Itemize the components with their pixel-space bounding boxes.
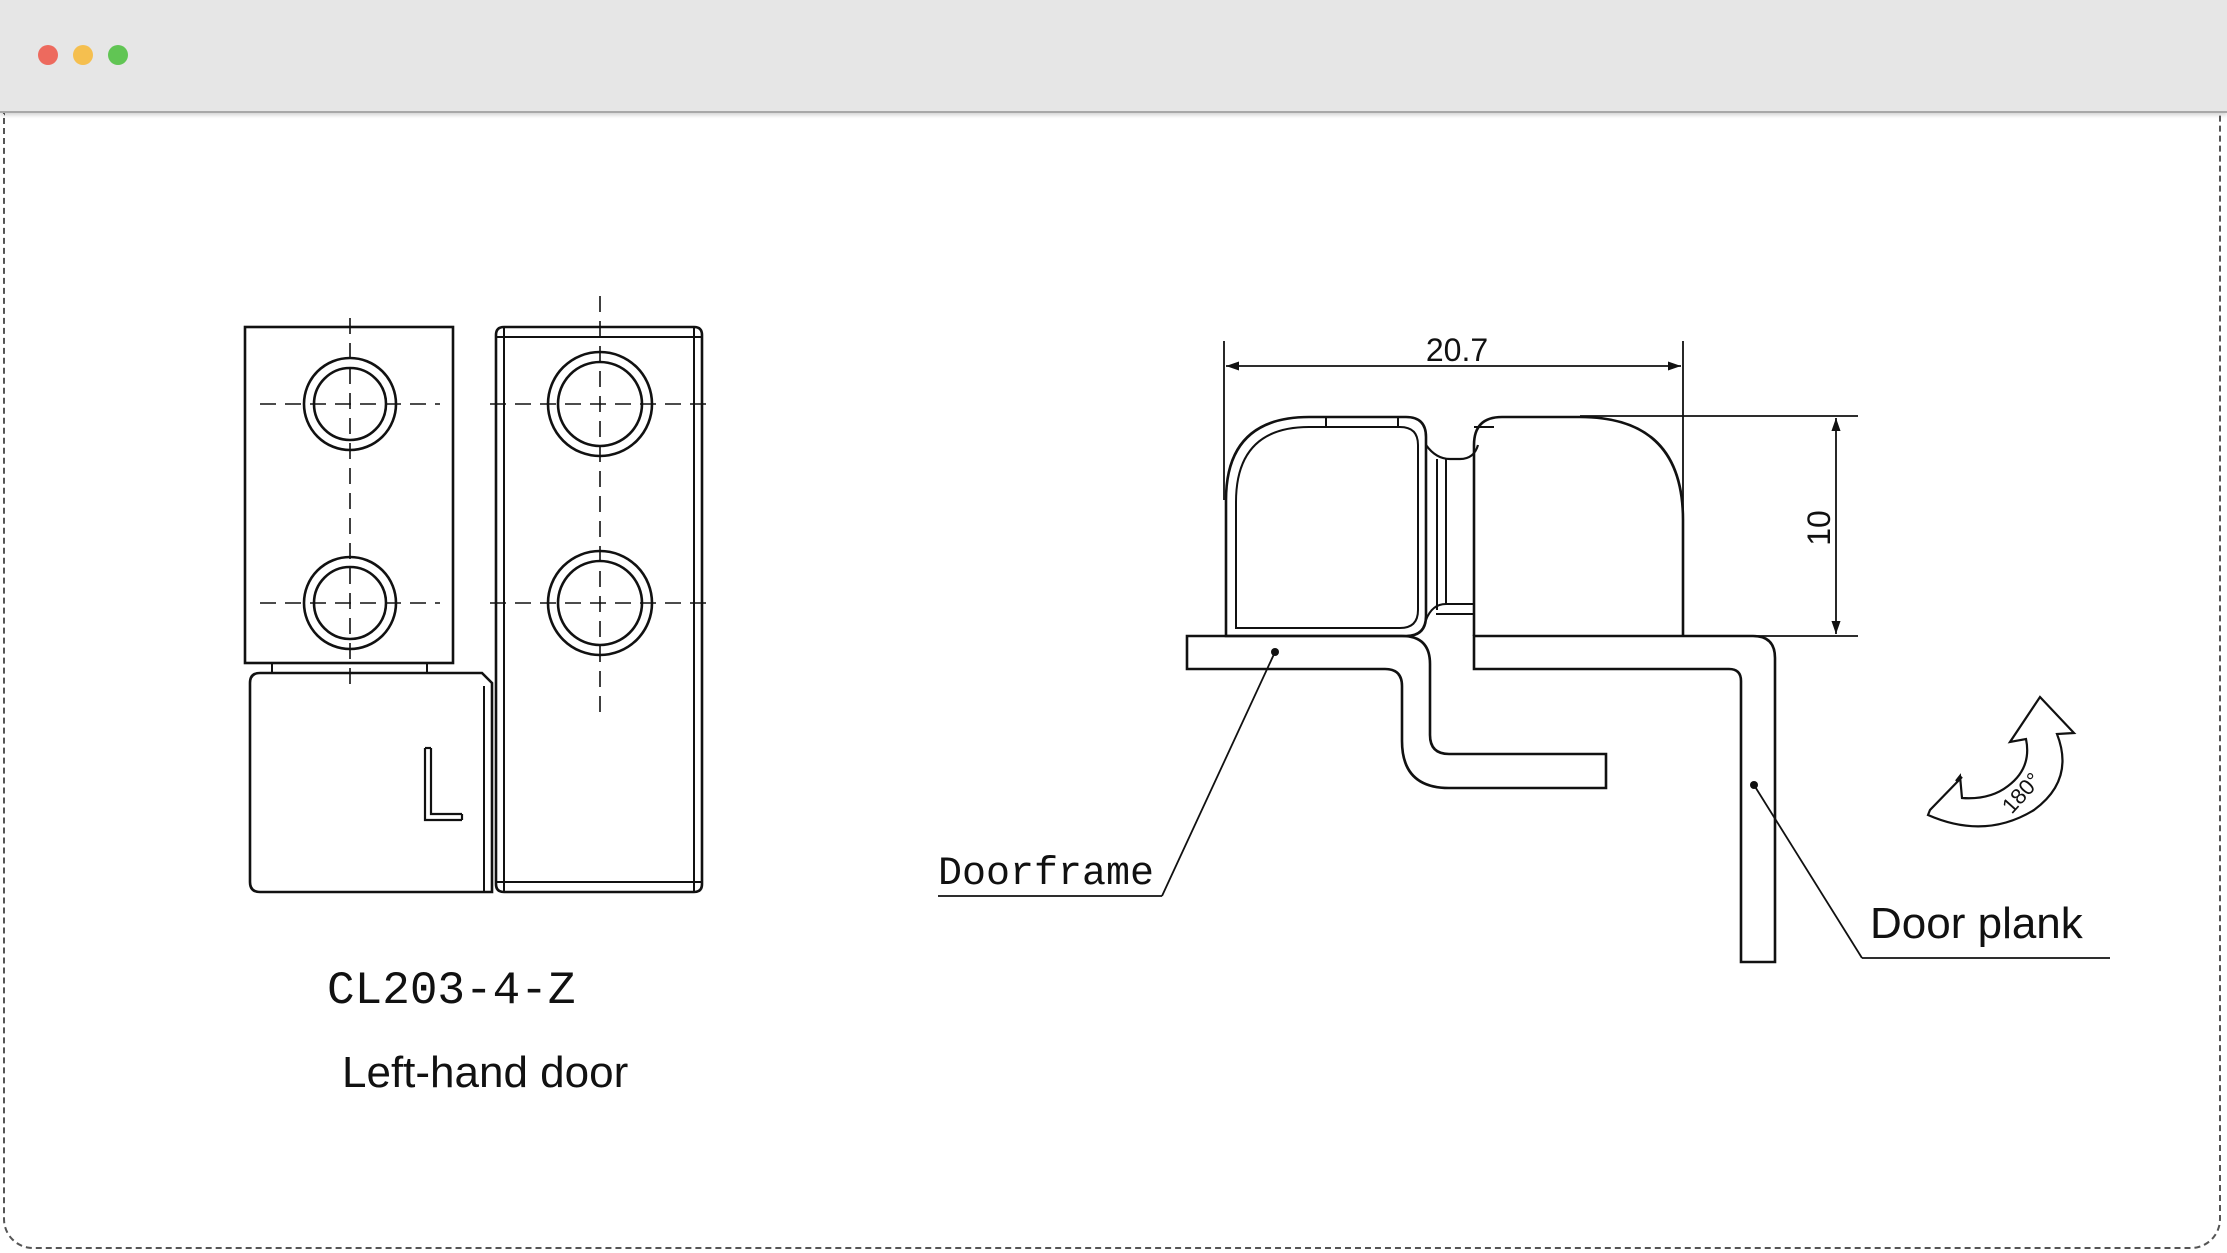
right-knuckle	[1472, 415, 1685, 636]
dimension-width-value: 20.7	[1426, 332, 1488, 368]
minimize-window-button[interactable]	[73, 45, 93, 65]
door-side-caption: Left-hand door	[342, 1048, 628, 1097]
close-window-button[interactable]	[38, 45, 58, 65]
door-plank-leader	[1753, 784, 2110, 959]
leader-dot	[1271, 648, 1279, 656]
center-lines	[260, 296, 710, 712]
right-leaf	[494, 325, 704, 894]
doorframe-label: Doorframe	[938, 852, 1154, 897]
leader-dot	[1750, 781, 1758, 789]
door-plank-bracket	[1472, 634, 1777, 964]
dimension-height-value: 10	[1801, 510, 1837, 546]
doorframe-leader	[938, 651, 1276, 897]
dimension-height	[1580, 415, 1858, 637]
left-knuckle	[1224, 415, 1428, 638]
hinge-side-view	[1185, 415, 1777, 964]
lower-left-block	[248, 671, 494, 894]
engraved-l-mark	[423, 748, 462, 822]
rotation-arrow-icon	[1926, 695, 2077, 828]
doorframe-bracket	[1185, 634, 1608, 790]
door-plank-label: Door plank	[1870, 899, 2084, 948]
hinge-front-view	[243, 296, 710, 894]
upper-left-leaf	[243, 325, 455, 665]
zoom-window-button[interactable]	[108, 45, 128, 65]
dimension-width	[1223, 341, 1684, 520]
drawing-frame	[3, 113, 2221, 1249]
window-titlebar	[0, 0, 2227, 113]
part-number: CL203-4-Z	[327, 965, 575, 1017]
